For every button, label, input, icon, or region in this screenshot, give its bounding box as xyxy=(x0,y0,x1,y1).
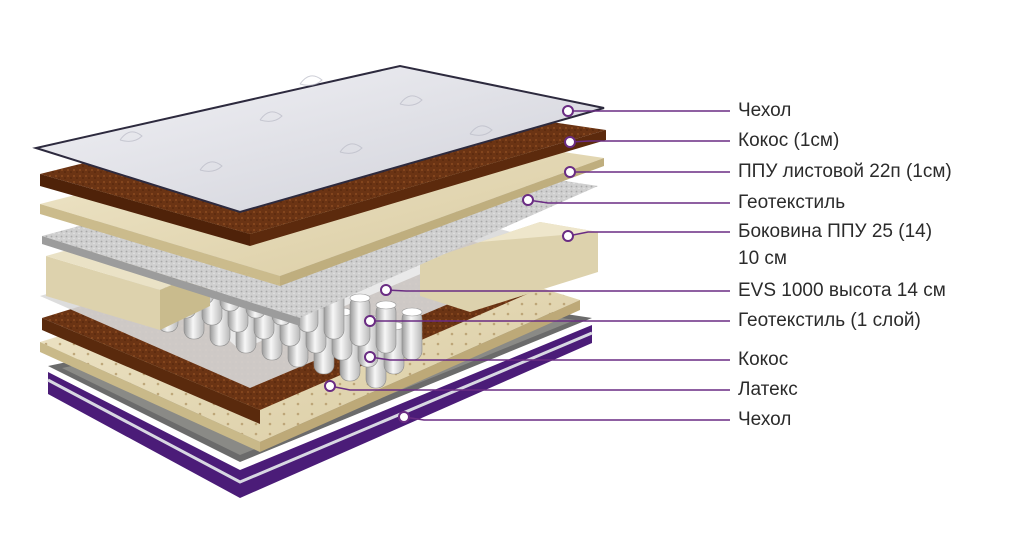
leader-dot xyxy=(380,284,392,296)
leader-dot xyxy=(562,230,574,242)
label-latex: Латекс xyxy=(738,379,798,400)
leader-dot xyxy=(364,351,376,363)
leader-line xyxy=(567,231,730,237)
leader-dot xyxy=(398,411,410,423)
leader-dot xyxy=(562,105,574,117)
label-side-foam-height: 10 см xyxy=(738,248,787,269)
label-evs-springs: EVS 1000 высота 14 см xyxy=(738,280,946,301)
leader-lines xyxy=(324,105,730,423)
label-ppu-sheet: ППУ листовой 22п (1см) xyxy=(738,161,952,182)
label-side-foam: Боковина ППУ 25 (14) xyxy=(738,221,933,242)
leader-line xyxy=(385,289,730,292)
spring-pocket-top xyxy=(349,293,371,303)
leader-line xyxy=(329,385,730,391)
spring-pocket-top xyxy=(375,300,397,310)
leader-line xyxy=(403,416,730,421)
spring-pocket-top xyxy=(401,307,423,317)
leader-dot xyxy=(364,315,376,327)
label-top-cover: Чехол xyxy=(738,100,792,121)
label-bottom-cover: Чехол xyxy=(738,409,792,430)
label-geotextile-1-layer: Геотекстиль (1 слой) xyxy=(738,310,921,331)
leader-dot xyxy=(564,166,576,178)
label-geotextile: Геотекстиль xyxy=(738,192,846,213)
label-coconut-1cm: Кокос (1см) xyxy=(738,130,840,151)
leader-dot xyxy=(324,380,336,392)
leader-dot xyxy=(564,136,576,148)
spring-pocket xyxy=(375,302,397,354)
leader-line xyxy=(527,199,730,204)
leader-line xyxy=(369,356,730,361)
label-coconut: Кокос xyxy=(738,349,789,370)
spring-pocket xyxy=(401,309,423,361)
leader-dot xyxy=(522,194,534,206)
leader-line xyxy=(569,140,730,143)
top-cover-layer xyxy=(32,64,605,214)
